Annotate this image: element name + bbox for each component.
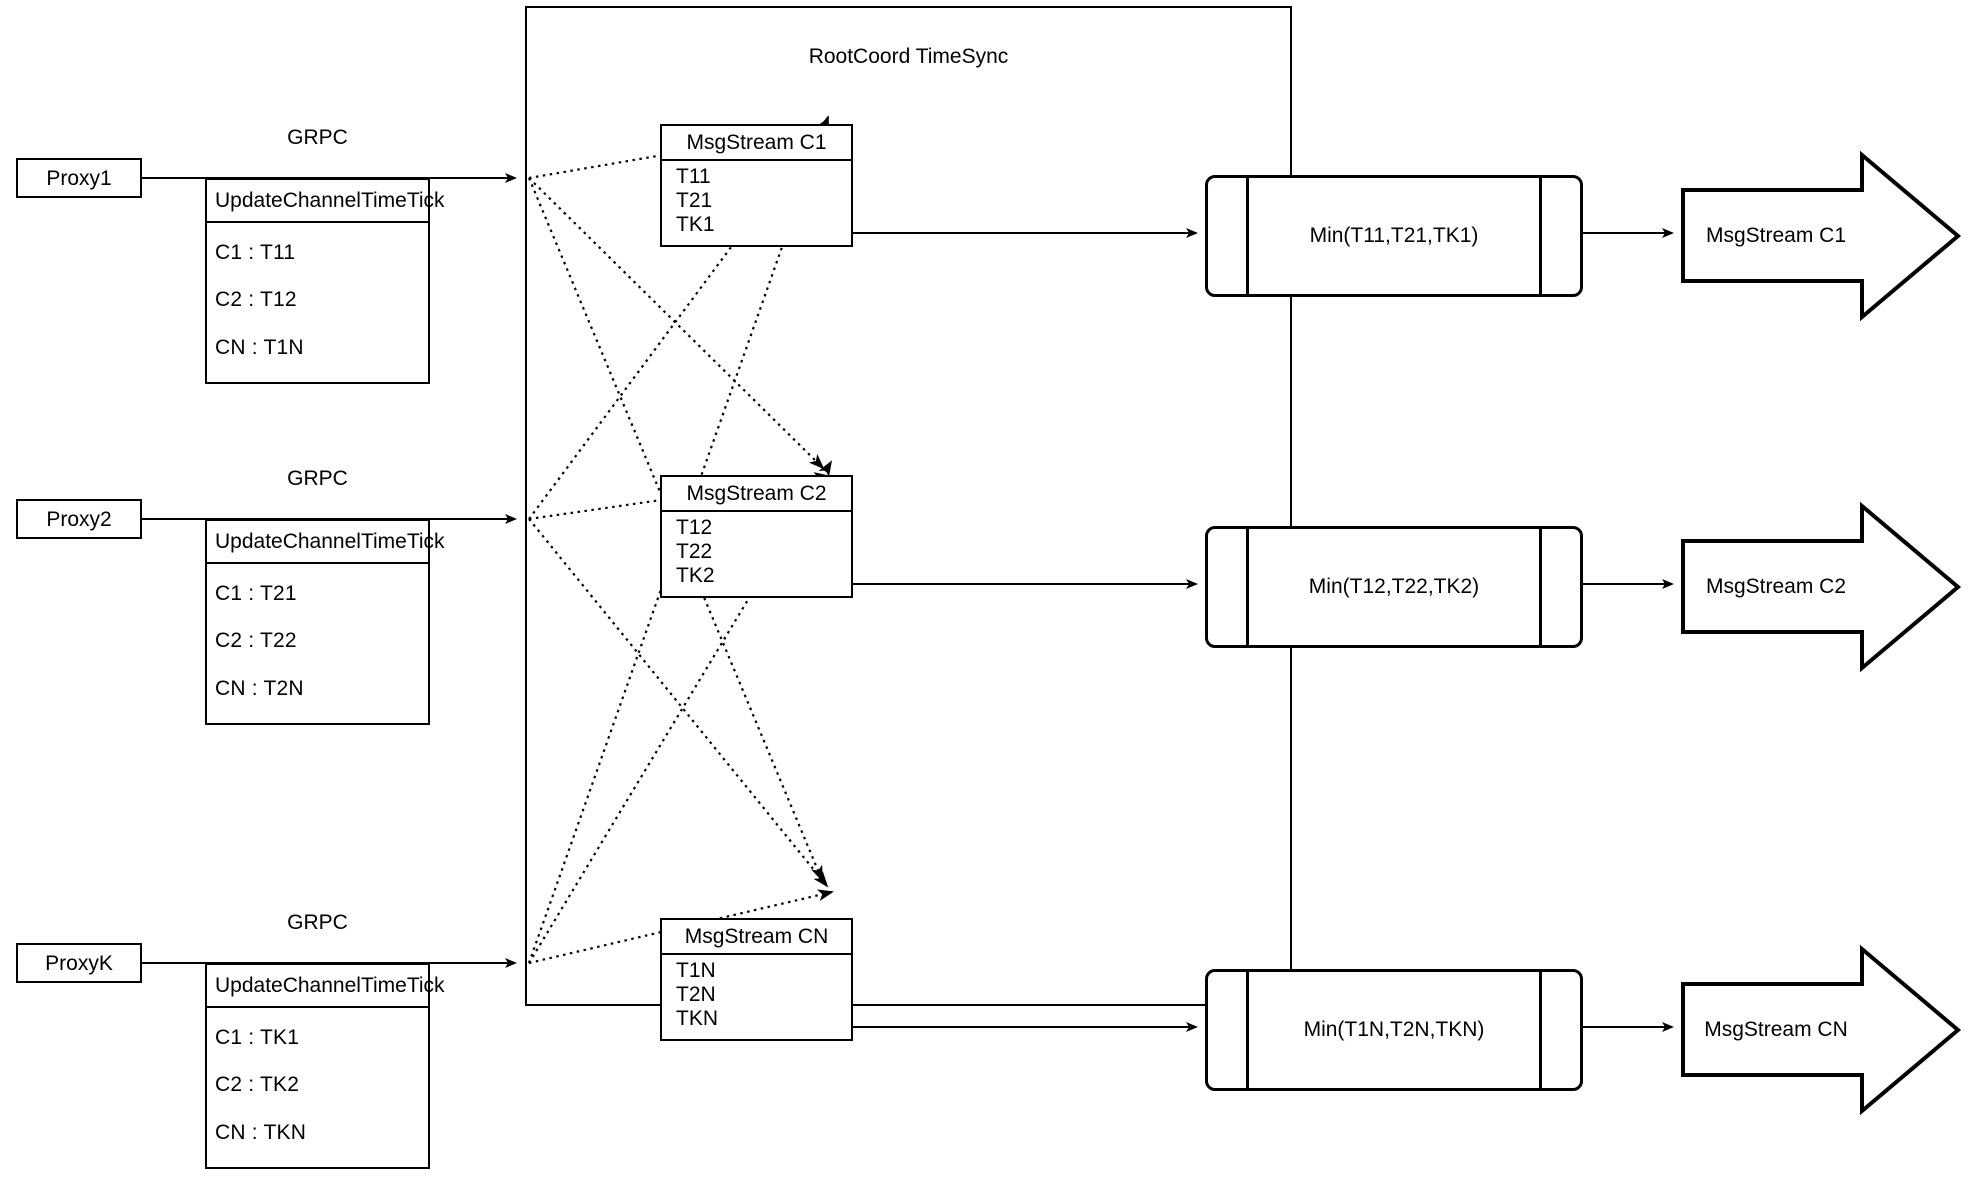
msgstream-title: MsgStream C2 [662, 477, 851, 512]
msgstream-title: MsgStream CN [662, 920, 851, 955]
tick-table-2-body: UpdateChannelTimeTick C1 : T21 C2 : T22 … [205, 519, 445, 725]
tick-table-body: C1 : TK1 C2 : TK2 CN : TKN [207, 1008, 428, 1167]
msgstream-tick: TKN [676, 1007, 718, 1030]
tick-table-3: UpdateChannelTimeTick C1 : TK1 C2 : TK2 … [205, 963, 445, 1169]
proxy-label: Proxy2 [46, 507, 112, 531]
output-arrow-label: MsgStream C1 [1705, 223, 1847, 247]
msgstream-box-2: MsgStream C2 T12 T22 TK2 [660, 475, 853, 598]
tick-row: C1 : TK1 [215, 1025, 300, 1049]
tick-row: C1 : T21 [215, 581, 297, 605]
output-arrow-3: MsgStream CN [1683, 984, 1869, 1075]
tick-table-header: UpdateChannelTimeTick [207, 521, 445, 564]
rootcoord-title: RootCoord TimeSync [808, 45, 1009, 68]
tick-table-header: UpdateChannelTimeTick [207, 965, 445, 1008]
msgstream-ticks: T12 T22 TK2 [662, 512, 851, 596]
grpc-label-2: GRPC [287, 467, 348, 490]
msgstream-tick: T2N [676, 983, 716, 1006]
tick-row: C2 : T12 [215, 288, 297, 312]
min-label: Min(T1N,T2N,TKN) [1303, 1018, 1485, 1041]
output-arrow-1: MsgStream C1 [1683, 190, 1869, 281]
grpc-label-1: GRPC [287, 126, 348, 149]
msgstream-tick: T1N [676, 959, 716, 982]
tick-row: C1 : T11 [215, 240, 296, 264]
output-arrow-label: MsgStream C2 [1705, 574, 1847, 598]
msgstream-tick: TK1 [676, 213, 715, 236]
grpc-label-3: GRPC [287, 911, 348, 934]
msgstream-tick: T11 [676, 165, 711, 188]
msgstream-box-1: MsgStream C1 T11 T21 TK1 [660, 124, 853, 247]
proxy-box-3[interactable]: ProxyK [16, 943, 142, 983]
tick-table-header: UpdateChannelTimeTick [207, 180, 445, 223]
proxy-box-1[interactable]: Proxy1 [16, 158, 142, 198]
msgstream-title: MsgStream C1 [662, 126, 851, 161]
tick-row: CN : T2N [215, 677, 304, 701]
msgstream-ticks: T1N T2N TKN [662, 955, 851, 1039]
tick-row: CN : TKN [215, 1121, 307, 1145]
msgstream-tick: T12 [676, 516, 713, 539]
proxy-box-2[interactable]: Proxy2 [16, 499, 142, 539]
msgstream-tick: T21 [676, 189, 713, 212]
output-arrow-label: MsgStream CN [1704, 1017, 1848, 1041]
rootcoord-container [525, 6, 1292, 1006]
msgstream-ticks: T11 T21 TK1 [662, 161, 851, 245]
min-label: Min(T11,T21,TK1) [1309, 224, 1479, 247]
proxy-label: ProxyK [45, 951, 113, 975]
msgstream-tick: T22 [676, 540, 713, 563]
tick-row: CN : T1N [215, 336, 304, 360]
tick-table-body: C1 : T21 C2 : T22 CN : T2N [207, 564, 428, 723]
tick-table-1: UpdateChannelTimeTick C1 : T11 C2 : T12 … [205, 178, 445, 384]
tick-row: C2 : TK2 [215, 1073, 300, 1097]
tick-table-body: C1 : T11 C2 : T12 CN : T1N [207, 223, 428, 382]
output-arrow-2: MsgStream C2 [1683, 541, 1869, 632]
msgstream-tick: TK2 [676, 564, 715, 587]
tick-row: C2 : T22 [215, 629, 297, 653]
min-process-1: Min(T11,T21,TK1) [1205, 175, 1583, 297]
min-label: Min(T12,T22,TK2) [1308, 575, 1480, 598]
proxy-label: Proxy1 [46, 166, 112, 190]
min-process-2: Min(T12,T22,TK2) [1205, 526, 1583, 648]
min-process-3: Min(T1N,T2N,TKN) [1205, 969, 1583, 1091]
msgstream-box-3: MsgStream CN T1N T2N TKN [660, 918, 853, 1041]
